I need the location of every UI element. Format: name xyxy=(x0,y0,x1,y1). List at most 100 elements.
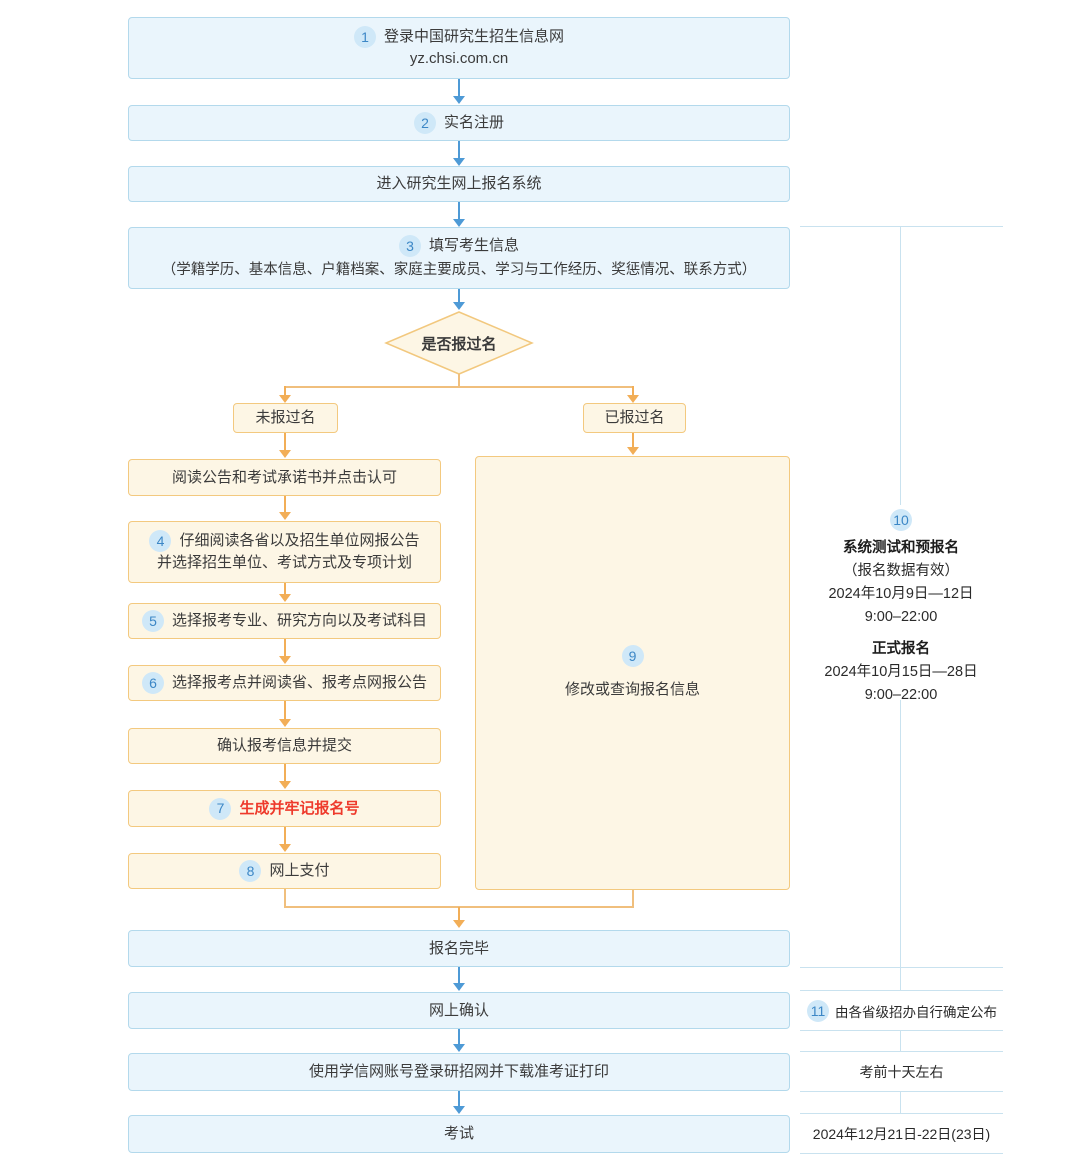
rule-line xyxy=(800,1051,1003,1052)
connector-line xyxy=(284,386,634,388)
step-7-badge: 7 xyxy=(209,797,232,820)
flow-box-choose-exam-site: 6 选择报考点并阅读省、报考点网报公告 xyxy=(128,665,441,701)
step-5-badge: 5 xyxy=(141,610,164,632)
flow-box-confirm-submit: 确认报考信息并提交 xyxy=(128,728,441,764)
flow-box-online-pay: 8 网上支付 xyxy=(128,853,441,889)
flow-box-fill-info: 3 填写考生信息 （学籍学历、基本信息、户籍档案、家庭主要成员、学习与工作经历、… xyxy=(128,227,790,289)
decision-diamond: 是否报过名 xyxy=(384,311,534,375)
rule-line xyxy=(800,990,1003,991)
schedule-title-pre: 系统测试和预报名 xyxy=(843,540,959,556)
print-ticket-label: 使用学信网账号登录研招网并下载准考证打印 xyxy=(308,1063,609,1081)
schedule-date-pre: 2024年10月9日—12日 xyxy=(828,586,974,602)
arrow-down xyxy=(458,967,460,984)
arrow-down xyxy=(284,496,286,513)
arrow-down xyxy=(284,583,286,595)
exam-label: 考试 xyxy=(443,1125,474,1143)
rule-line xyxy=(800,967,1003,968)
rule-line xyxy=(800,1030,1003,1031)
connector-line xyxy=(458,374,460,387)
arrow-down xyxy=(458,1091,460,1107)
schedule-time-formal: 9:00–22:00 xyxy=(864,687,938,703)
arrow-down xyxy=(632,433,634,448)
arrow-down xyxy=(458,289,460,303)
print-time-label: 考前十天左右 xyxy=(859,1064,944,1080)
arrow-down xyxy=(458,141,460,159)
flow-box-choose-major: 5 选择报考专业、研究方向以及考试科目 xyxy=(128,603,441,639)
step-3-badge: 3 xyxy=(398,234,421,257)
fill-info-label: 填写考生信息 xyxy=(428,237,519,255)
fill-info-detail: （学籍学历、基本信息、户籍档案、家庭主要成员、学习与工作经历、奖惩情况、联系方式… xyxy=(161,261,757,278)
flow-box-online-confirm: 网上确认 xyxy=(128,992,790,1029)
step-8-badge: 8 xyxy=(239,860,262,882)
arrow-down xyxy=(458,202,460,220)
login-url: yz.chsi.com.cn xyxy=(409,50,509,68)
arrow-down xyxy=(284,386,286,396)
confirm-note-label: 由各省级招办自行确定公布 xyxy=(835,1004,997,1020)
flow-box-remember-number: 7 生成并牢记报名号 xyxy=(128,790,441,827)
rule-line xyxy=(800,1153,1003,1154)
arrow-down xyxy=(458,907,460,921)
step-10-badge: 10 xyxy=(890,509,912,531)
arrow-down xyxy=(458,79,460,97)
rule-line xyxy=(800,1091,1003,1092)
branch-box-registered: 已报过名 xyxy=(583,403,686,433)
enter-system-label: 进入研究生网上报名系统 xyxy=(376,175,542,193)
rule-line xyxy=(900,967,901,990)
flow-box-register: 2 实名注册 xyxy=(128,105,790,141)
choose-major-label: 选择报考专业、研究方向以及考试科目 xyxy=(171,612,427,630)
schedule-note: 10 系统测试和预报名 （报名数据有效） 2024年10月9日—12日 9:00… xyxy=(793,509,1009,707)
online-pay-label: 网上支付 xyxy=(269,862,330,880)
confirm-submit-label: 确认报考信息并提交 xyxy=(216,737,352,755)
arrow-down xyxy=(284,433,286,451)
exam-date-note: 2024年12月21日-22日(23日) xyxy=(796,1115,1007,1153)
print-time-note: 考前十天左右 xyxy=(800,1053,1003,1091)
arrow-down xyxy=(632,386,634,396)
flow-box-registration-done: 报名完毕 xyxy=(128,930,790,967)
arrow-down xyxy=(458,1029,460,1045)
rule-line xyxy=(900,226,901,505)
flow-box-enter-system: 进入研究生网上报名系统 xyxy=(128,166,790,202)
flow-box-login: 1 登录中国研究生招生信息网 yz.chsi.com.cn xyxy=(128,17,790,79)
rule-line xyxy=(800,1113,1003,1114)
schedule-time-pre: 9:00–22:00 xyxy=(864,609,938,625)
registered-label: 已报过名 xyxy=(604,409,665,427)
flow-box-modify-query: 9 修改或查询报名信息 xyxy=(475,456,790,890)
read-province-line2: 并选择招生单位、考试方式及专项计划 xyxy=(156,554,412,572)
not-registered-label: 未报过名 xyxy=(255,409,316,427)
flow-box-read-province-notice: 4 仔细阅读各省以及招生单位网报公告 并选择招生单位、考试方式及专项计划 xyxy=(128,521,441,583)
modify-query-label: 修改或查询报名信息 xyxy=(564,681,700,699)
arrow-down xyxy=(284,639,286,657)
step-11-badge: 11 xyxy=(807,999,829,1022)
registration-done-label: 报名完毕 xyxy=(428,939,489,957)
connector-line xyxy=(284,889,286,908)
remember-number-label: 生成并牢记报名号 xyxy=(239,799,360,817)
step-1-badge: 1 xyxy=(353,26,376,49)
confirm-note: 11 由各省级招办自行确定公布 xyxy=(797,992,1007,1029)
schedule-date-formal: 2024年10月15日—28日 xyxy=(824,664,978,680)
flow-box-exam: 考试 xyxy=(128,1115,790,1153)
arrow-down xyxy=(284,701,286,720)
login-line1: 1 登录中国研究生招生信息网 xyxy=(353,26,564,49)
rule-line xyxy=(900,1091,901,1113)
register-label: 实名注册 xyxy=(443,114,504,132)
decision-label: 是否报过名 xyxy=(421,335,497,353)
branch-box-not-registered: 未报过名 xyxy=(233,403,338,433)
login-label: 登录中国研究生招生信息网 xyxy=(383,28,564,46)
schedule-note-valid: （报名数据有效） xyxy=(843,563,959,579)
step-2-badge: 2 xyxy=(413,112,436,134)
rule-line xyxy=(800,226,1003,227)
choose-exam-site-label: 选择报考点并阅读省、报考点网报公告 xyxy=(171,674,427,692)
rule-line xyxy=(900,700,901,967)
rule-line xyxy=(900,1030,901,1051)
read-province-line1: 仔细阅读各省以及招生单位网报公告 xyxy=(179,532,420,550)
step-4-badge: 4 xyxy=(149,530,172,553)
step-6-badge: 6 xyxy=(141,672,164,694)
flow-box-read-notice: 阅读公告和考试承诺书并点击认可 xyxy=(128,459,441,496)
arrow-down xyxy=(284,827,286,845)
arrow-down xyxy=(284,764,286,782)
connector-line xyxy=(632,890,634,908)
step-9-badge: 9 xyxy=(621,645,644,668)
schedule-title-formal: 正式报名 xyxy=(872,641,930,657)
read-notice-label: 阅读公告和考试承诺书并点击认可 xyxy=(171,468,397,486)
